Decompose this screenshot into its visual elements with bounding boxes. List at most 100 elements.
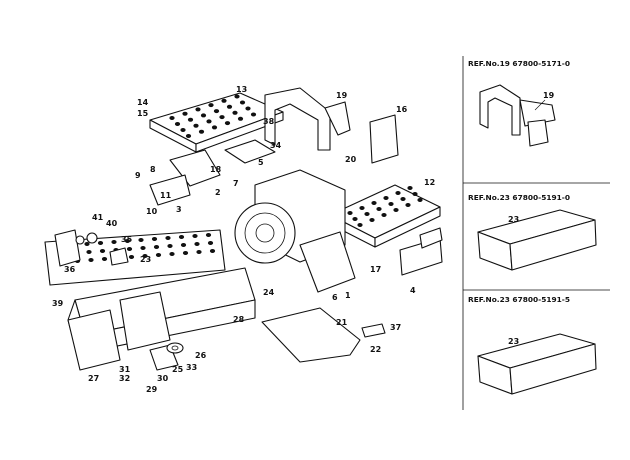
hole-mark — [151, 237, 158, 241]
ref-panel-1-title: REF.No.19 67800-5171-0 — [468, 59, 570, 68]
hole-mark — [376, 207, 382, 211]
hole-mark — [224, 121, 231, 126]
callout-16: 16 — [396, 105, 408, 114]
callout-24: 24 — [263, 288, 275, 297]
hole-mark — [180, 243, 187, 247]
callout-14: 14 — [137, 98, 149, 107]
hole-mark — [99, 249, 106, 253]
hole-mark — [250, 112, 257, 117]
ref-panel-1-part: 19 — [543, 91, 555, 100]
hole-mark — [174, 122, 181, 126]
callout-22: 22 — [370, 345, 381, 354]
callout-5: 5 — [258, 158, 264, 167]
hole-mark — [417, 198, 423, 202]
hole-mark — [359, 206, 365, 210]
hole-mark — [167, 244, 173, 248]
callout-23: 23 — [140, 255, 151, 264]
reference-panels: REF.No.19 67800-5171-0 REF.No.23 67800-5… — [462, 56, 610, 410]
callout-3: 3 — [176, 205, 182, 214]
hole-mark — [187, 117, 194, 122]
clutch-housing — [234, 169, 443, 293]
hole-mark — [142, 254, 148, 258]
hole-mark — [180, 128, 186, 132]
hole-mark — [364, 212, 370, 216]
hole-mark — [209, 249, 216, 253]
hole-mark — [211, 125, 218, 130]
hole-mark — [347, 211, 353, 215]
hole-mark — [226, 104, 233, 109]
hole-mark — [369, 218, 375, 222]
hole-mark — [219, 115, 225, 120]
callout-26: 26 — [195, 351, 207, 360]
hole-mark — [195, 107, 201, 112]
callout-15: 15 — [137, 109, 149, 118]
hole-mark — [352, 217, 358, 221]
step-plate-left — [149, 92, 284, 153]
hole-mark — [193, 123, 199, 128]
hole-mark — [388, 202, 394, 206]
hole-mark — [221, 98, 227, 103]
callout-13: 13 — [236, 85, 247, 94]
hole-mark — [245, 106, 251, 111]
callout-36: 36 — [64, 265, 76, 274]
callout-6: 6 — [332, 293, 338, 302]
callout-4: 4 — [410, 286, 416, 295]
step-plate-right — [329, 184, 441, 248]
hole-mark — [234, 94, 240, 99]
ref-panel-3-part: 23 — [508, 337, 519, 346]
callout-12: 12 — [424, 178, 435, 187]
callout-7: 7 — [233, 179, 239, 188]
callout-27: 27 — [88, 374, 99, 383]
callout-18: 18 — [210, 165, 222, 174]
hole-mark — [239, 100, 246, 105]
hole-mark — [206, 119, 212, 124]
hole-mark — [185, 134, 192, 138]
callout-30: 30 — [157, 374, 169, 383]
hole-mark — [213, 109, 220, 114]
callout-40: 40 — [106, 219, 118, 228]
hole-mark — [208, 103, 214, 108]
callout-37: 37 — [390, 323, 401, 332]
callout-17: 17 — [370, 265, 381, 274]
hole-mark — [412, 192, 418, 196]
callout-2: 2 — [215, 188, 221, 197]
hole-mark — [237, 116, 244, 121]
callout-21: 21 — [336, 318, 348, 327]
callout-29: 29 — [146, 385, 158, 394]
hole-mark — [407, 186, 413, 190]
callout-1: 1 — [345, 291, 351, 300]
hole-mark — [205, 233, 212, 237]
under-plate — [261, 307, 386, 363]
callout-28: 28 — [233, 315, 245, 324]
hole-mark — [178, 235, 185, 239]
hole-mark — [169, 116, 175, 120]
hole-mark — [128, 255, 135, 259]
hole-mark — [232, 110, 238, 115]
hole-mark — [393, 208, 399, 212]
clamp-parts — [149, 342, 184, 371]
hole-mark — [357, 223, 363, 227]
upper-brackets — [149, 87, 399, 206]
hole-mark — [395, 191, 401, 195]
hole-mark — [88, 258, 94, 262]
main-frame — [44, 229, 256, 371]
hole-mark — [381, 213, 387, 217]
callout-39: 39 — [52, 299, 64, 308]
callout-32: 32 — [119, 374, 130, 383]
hole-mark — [194, 242, 200, 246]
hole-mark — [200, 113, 207, 118]
hole-mark — [400, 197, 406, 201]
ref-panel-2-part: 23 — [508, 215, 519, 224]
callout-35: 35 — [121, 235, 133, 244]
hole-mark — [182, 251, 189, 255]
hole-mark — [86, 250, 92, 254]
hole-mark — [196, 250, 202, 254]
hole-mark — [111, 240, 117, 244]
hole-mark — [198, 129, 205, 134]
callout-9: 9 — [135, 171, 141, 180]
hole-mark — [140, 246, 146, 250]
hole-mark — [192, 234, 198, 238]
hole-mark — [405, 203, 411, 207]
